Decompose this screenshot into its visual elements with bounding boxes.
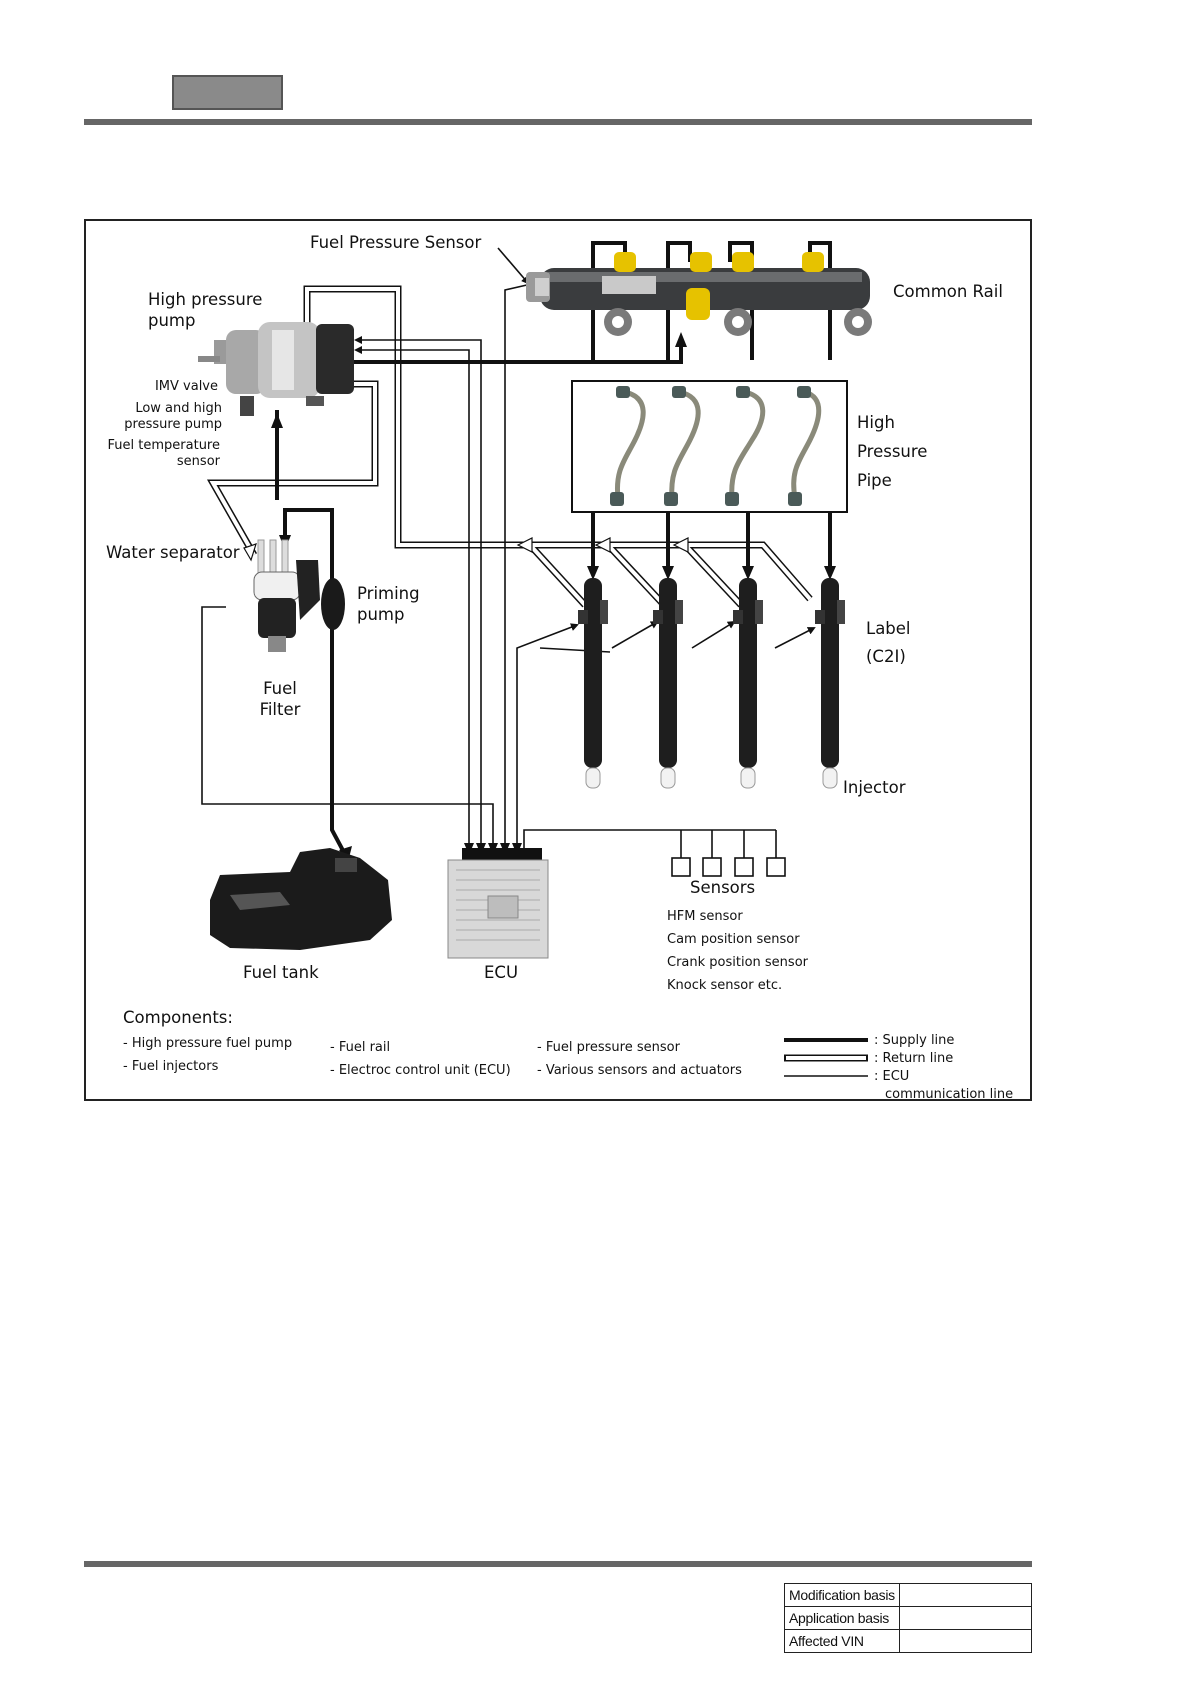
high-pressure-pipe-label-1: High [857,413,895,432]
sensors-label: Sensors [690,878,755,897]
priming-pump-label-2: pump [357,605,404,624]
footer-rule [84,1561,1032,1567]
legend-lines [784,1038,868,1077]
fuel-filter-label-2: Filter [260,700,301,719]
ecu-label: ECU [484,963,518,982]
legend-supply-label: : Supply line [874,1033,954,1048]
table-row: Affected VIN [784,1629,1033,1653]
section-tab [172,75,283,110]
ecu-unit [447,848,549,959]
label-c2i-label-1: Label [866,619,911,638]
high-pressure-pipe-label-3: Pipe [857,471,892,490]
common-rail [526,252,872,336]
legend-ecu-label-2: communication line [885,1087,1013,1102]
application-basis-label: Application basis [784,1606,900,1630]
injector-label: Injector [843,778,906,797]
fuel-filter [253,539,320,652]
header-rule [84,119,1032,125]
component-item-fuel-pressure-sensor: - Fuel pressure sensor [537,1040,681,1055]
low-high-pump-label-2: pressure pump [124,417,222,432]
sensor-item-crank: Crank position sensor [667,955,809,970]
table-row: Application basis [784,1606,1033,1630]
sensor-boxes [671,857,786,877]
sensor-item-knock: Knock sensor etc. [667,978,782,993]
component-item-injectors: - Fuel injectors [123,1059,219,1074]
sensor-item-hfm: HFM sensor [667,909,743,924]
component-item-fuel-rail: - Fuel rail [330,1040,390,1055]
fuel-temp-sensor-label-1: Fuel temperature [108,438,220,453]
return-lines-inner [209,287,812,607]
high-pressure-pipe-label-2: Pressure [857,442,927,461]
modification-basis-label: Modification basis [784,1583,900,1607]
injector-2 [653,578,683,789]
priming-pump [321,578,345,630]
revision-info-table: Modification basis Application basis Aff… [784,1583,1033,1653]
diagram-frame [84,219,1032,1101]
component-item-ecu: - Electroc control unit (ECU) [330,1063,511,1078]
high-pressure-pump-label-1: High pressure [148,290,262,309]
fuel-tank [210,848,392,950]
injector-3 [733,578,763,789]
modification-basis-value [898,1583,1033,1607]
sensor-item-cam: Cam position sensor [667,932,800,947]
table-row: Modification basis [784,1583,1033,1607]
injector-4 [815,578,845,789]
fuel-tank-label: Fuel tank [243,963,319,982]
affected-vin-label: Affected VIN [784,1629,900,1653]
high-pressure-pump [198,322,354,416]
water-separator-label: Water separator [106,543,240,562]
low-high-pump-label-1: Low and high [135,401,222,416]
application-basis-value [898,1606,1033,1630]
legend-return-label: : Return line [874,1051,953,1066]
injector-1 [578,578,608,789]
label-c2i-label-2: (C2I) [866,647,906,666]
high-pressure-pipes [571,380,848,513]
fuel-pressure-sensor-label: Fuel Pressure Sensor [310,233,482,252]
imv-valve-label: IMV valve [155,379,218,394]
fuel-temp-sensor-label-2: sensor [177,454,221,469]
fuel-filter-label-1: Fuel [263,679,297,698]
affected-vin-value [898,1629,1033,1653]
components-title: Components: [123,1008,233,1027]
component-item-sensors-actuators: - Various sensors and actuators [537,1063,742,1078]
common-rail-label: Common Rail [893,282,1003,301]
component-item-hp-pump: - High pressure fuel pump [123,1036,292,1051]
high-pressure-pump-label-2: pump [148,311,195,330]
legend-ecu-label-1: : ECU [874,1069,909,1084]
injectors [578,578,845,789]
priming-pump-label-1: Priming [357,584,420,603]
